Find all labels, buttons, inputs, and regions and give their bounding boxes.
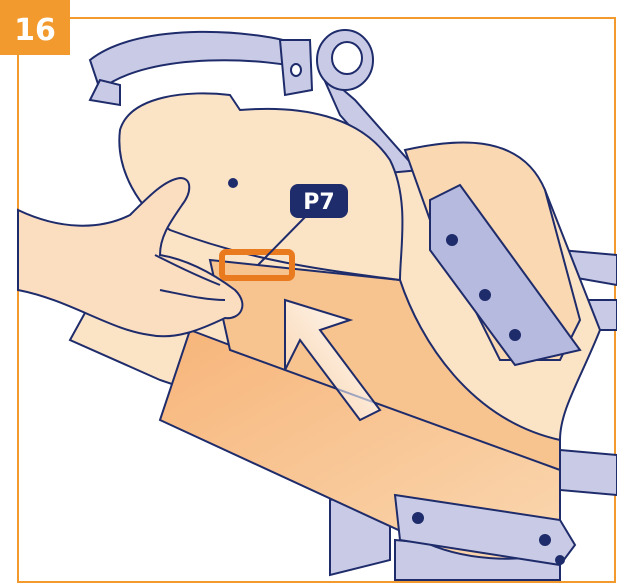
step-number-badge: 16 (0, 0, 70, 55)
canopy-rivet (228, 178, 238, 188)
step-number-text: 16 (14, 13, 56, 48)
part-code-text: P7 (303, 190, 334, 215)
part-callout-label: P7 (290, 184, 348, 218)
